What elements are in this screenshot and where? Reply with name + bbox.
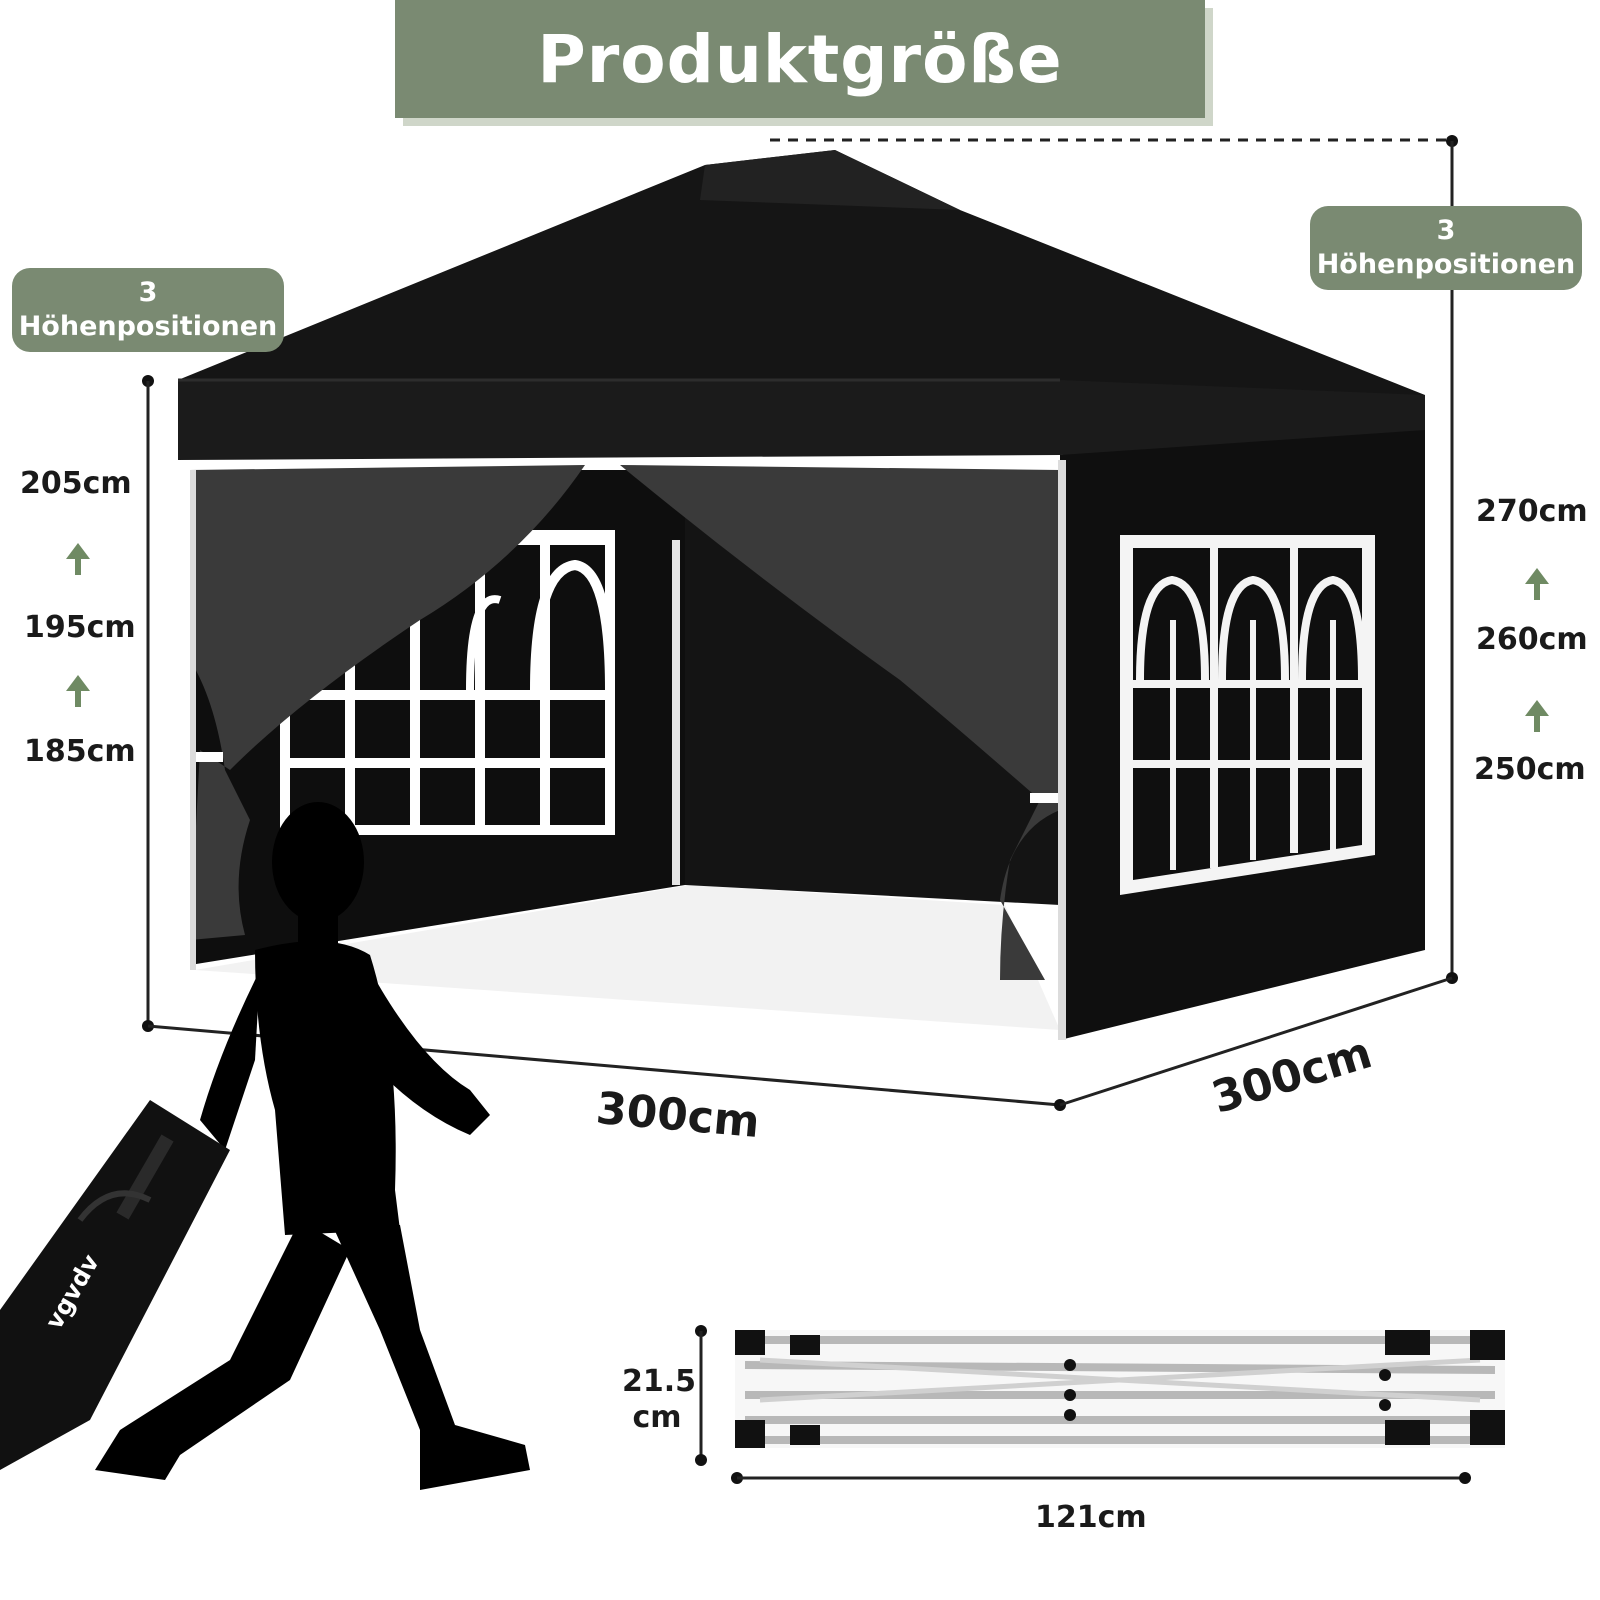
right-curtain — [620, 465, 1060, 980]
arrow-up-icon — [75, 559, 81, 575]
arrow-up-icon — [75, 691, 81, 707]
page-title: Produktgröße — [537, 20, 1063, 98]
curtain-tie — [1030, 793, 1060, 803]
height-positions-label: Höhenpositionen — [1316, 249, 1576, 280]
side-width-line — [1059, 976, 1453, 1107]
arrow-up-icon — [1534, 584, 1540, 600]
center-pole — [672, 540, 680, 885]
height-positions-count: 3 — [138, 277, 158, 308]
folded-height-value: 21.5 — [622, 1364, 697, 1399]
arrow-up-icon — [1534, 716, 1540, 732]
height-positions-count: 3 — [1436, 215, 1456, 246]
side-height-low: 185cm — [24, 734, 136, 769]
height-positions-badge-right: 3 Höhenpositionen — [1310, 206, 1582, 290]
side-height-mid: 195cm — [24, 610, 136, 645]
side-height-high: 205cm — [20, 466, 132, 501]
arrow-up-icon — [1525, 568, 1549, 584]
dim-dot — [1459, 1472, 1471, 1484]
folded-height-unit: cm — [632, 1400, 682, 1435]
arrow-up-icon — [66, 543, 90, 559]
roof-valance — [178, 380, 1425, 460]
person-silhouette — [95, 802, 530, 1490]
left-curtain — [190, 465, 585, 940]
total-height-mid: 260cm — [1476, 622, 1588, 657]
arrow-up-icon — [66, 675, 90, 691]
roof-vent — [700, 150, 960, 210]
folded-frame — [735, 1330, 1505, 1448]
folded-length-label: 121cm — [1035, 1500, 1147, 1535]
side-window — [1120, 535, 1375, 895]
height-positions-label: Höhenpositionen — [18, 311, 278, 342]
arrow-up-icon — [1525, 700, 1549, 716]
dim-dot — [695, 1454, 707, 1466]
corner-pole — [190, 470, 196, 970]
tent-floor — [195, 885, 1060, 1030]
height-positions-badge-left: 3 Höhenpositionen — [12, 268, 284, 352]
total-height-low: 250cm — [1474, 752, 1586, 787]
total-height-high: 270cm — [1476, 494, 1588, 529]
corner-pole — [1058, 460, 1066, 1040]
carry-bag — [0, 1100, 230, 1470]
curtain-tie — [193, 752, 223, 762]
title-banner: Produktgröße — [395, 0, 1205, 118]
